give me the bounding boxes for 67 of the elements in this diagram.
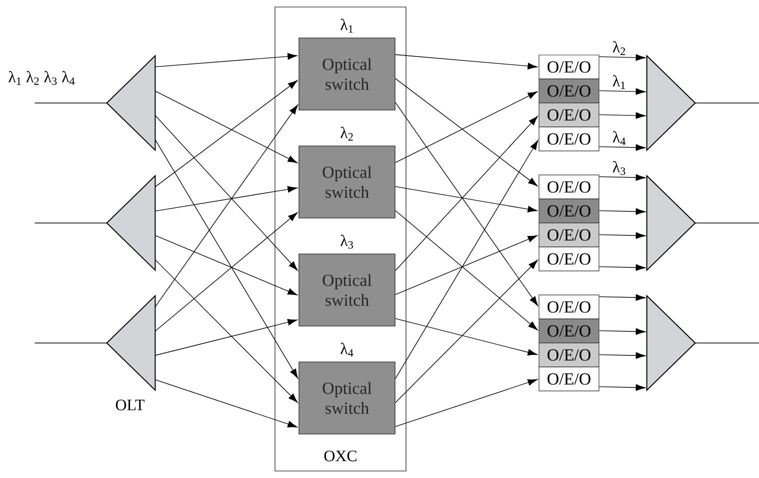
arrow: [395, 54, 538, 70]
arrow: [395, 186, 538, 212]
converter-box: O/E/O: [538, 198, 600, 224]
connector-line: [694, 222, 759, 224]
arrow: [395, 91, 538, 163]
arrow: [598, 384, 646, 391]
arrow: [598, 208, 646, 215]
arrow: [395, 379, 538, 427]
connector-line: [34, 102, 108, 104]
arrow: [598, 174, 646, 181]
arrow: [598, 294, 646, 301]
converter-box: O/E/O: [538, 54, 600, 80]
converter-box: O/E/O: [538, 78, 600, 104]
wavelength-label: λ$_{2}$: [340, 126, 353, 141]
arrow: [154, 259, 298, 403]
arrow: [154, 186, 298, 212]
arrow: [395, 318, 538, 356]
wavelength-label: λ$_{4}$: [340, 342, 354, 357]
arrow: [154, 139, 298, 378]
arrow: [154, 212, 298, 332]
arrow: [395, 140, 538, 379]
converter-box: O/E/O: [538, 294, 600, 320]
arrow: [154, 379, 298, 428]
connector-line: [34, 222, 108, 224]
arrow: [598, 144, 646, 151]
arrow: [395, 260, 538, 403]
switch-box: Optical switch: [298, 362, 396, 434]
arrow: [598, 328, 646, 335]
edge-label: λ$_{1}$: [611, 74, 628, 90]
arrow: [395, 116, 538, 271]
arrow: [598, 232, 646, 239]
converter-box: O/E/O: [538, 102, 600, 128]
arrow: [395, 78, 538, 186]
connector-line: [694, 342, 759, 344]
arrow: [154, 318, 298, 356]
arrow: [154, 53, 298, 68]
arrow: [154, 90, 298, 164]
arrow: [154, 104, 298, 308]
switch-box: Optical switch: [298, 146, 396, 218]
arrow: [154, 80, 298, 188]
converter-box: O/E/O: [538, 174, 600, 200]
arrow: [395, 210, 538, 330]
wavelength-label: λ$_{3}$: [340, 234, 353, 249]
arrow: [154, 115, 298, 271]
edge-label: λ$_{4}$: [611, 130, 628, 146]
connector-line: [34, 342, 108, 344]
switch-box: Optical switch: [298, 254, 396, 326]
arrow: [598, 54, 646, 61]
converter-box: O/E/O: [538, 342, 600, 368]
arrow: [598, 352, 646, 359]
converter-box: O/E/O: [538, 318, 600, 344]
converter-box: O/E/O: [538, 246, 600, 272]
edge-label: λ$_{3}$: [611, 160, 628, 176]
arrow: [598, 264, 646, 271]
arrow: [598, 112, 646, 119]
arrow: [395, 102, 538, 306]
edge-label: λ$_{2}$: [611, 40, 628, 56]
connector-line: [694, 102, 759, 104]
arrow: [598, 88, 646, 95]
wavelength-label: λ$_{1}$ λ$_{2}$ λ$_{3}$ λ$_{4}$: [8, 71, 75, 85]
converter-box: O/E/O: [538, 366, 600, 392]
arrow: [154, 235, 298, 296]
converter-box: O/E/O: [538, 126, 600, 152]
wavelength-label: λ$_{1}$: [340, 18, 353, 33]
converter-box: O/E/O: [538, 222, 600, 248]
arrow: [395, 235, 538, 295]
switch-box: Optical switch: [298, 38, 396, 110]
